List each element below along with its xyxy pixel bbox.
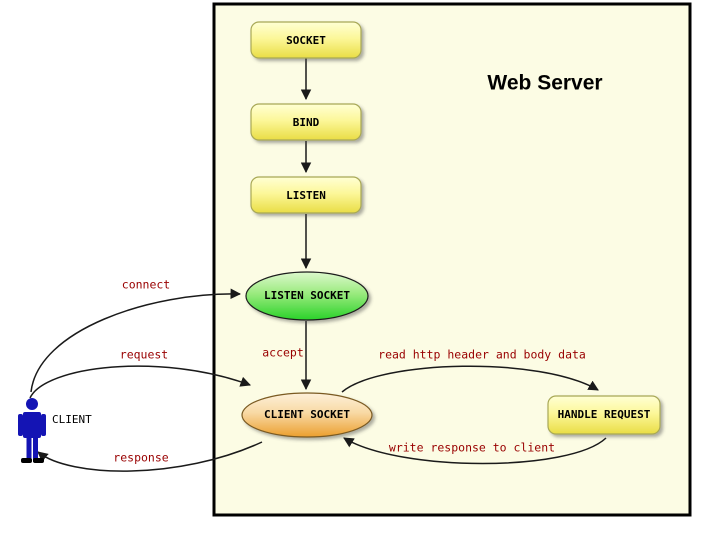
node-bind-label: BIND [293, 116, 320, 129]
node-listen[interactable]: LISTEN [250, 176, 362, 214]
edge-label-accept: accept [262, 346, 304, 360]
node-socket[interactable]: SOCKET [250, 21, 362, 59]
edge-write-response [343, 437, 607, 465]
node-bind-shape [250, 103, 362, 141]
edge-label-response: response [113, 451, 168, 465]
edge-label-write-response: write response to client [389, 441, 555, 455]
client-actor-label: CLIENT [52, 413, 92, 426]
person-actor-icon [18, 398, 46, 463]
edge-response [37, 441, 263, 472]
edge-connect [30, 288, 242, 393]
node-client-socket[interactable]: CLIENT SOCKET [241, 392, 373, 438]
client-actor[interactable]: CLIENT [18, 398, 92, 463]
node-client-socket-shape [241, 392, 373, 438]
node-listen-socket[interactable]: LISTEN SOCKET [245, 271, 369, 321]
node-client-socket-label: CLIENT SOCKET [264, 408, 350, 421]
node-socket-label: SOCKET [286, 34, 326, 47]
node-handle-request-shape [547, 395, 661, 435]
edge-read-http [341, 365, 599, 393]
edge-label-read-http: read http header and body data [378, 348, 586, 362]
node-listen-label: LISTEN [286, 189, 326, 202]
node-handle-request-label: HANDLE REQUEST [558, 408, 651, 421]
node-bind[interactable]: BIND [250, 103, 362, 141]
edge-request [29, 365, 251, 399]
node-listen-socket-label: LISTEN SOCKET [264, 289, 350, 302]
node-listen-shape [250, 176, 362, 214]
node-listen-socket-shape [245, 271, 369, 321]
edge-label-request: request [120, 348, 168, 362]
node-socket-shape [250, 21, 362, 59]
page-title: Web Server [487, 72, 602, 95]
node-handle-request[interactable]: HANDLE REQUEST [547, 395, 661, 435]
web-server-boundary [212, 2, 692, 517]
edge-label-connect: connect [122, 278, 170, 292]
